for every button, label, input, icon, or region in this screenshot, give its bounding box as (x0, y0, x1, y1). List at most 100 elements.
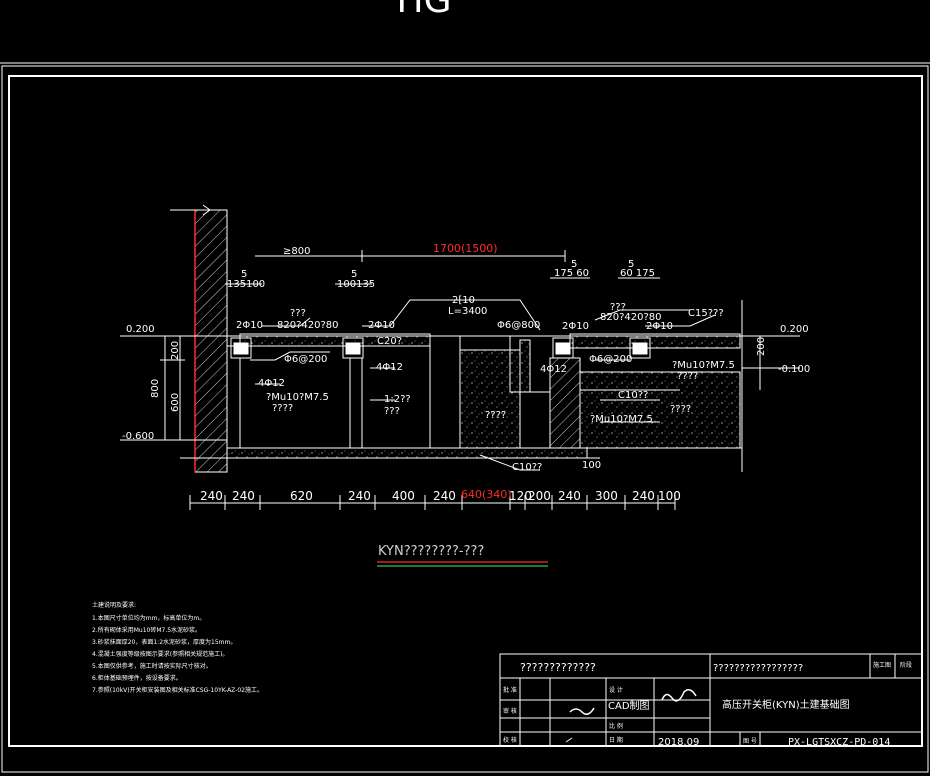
dim-right-b: 175 60 (554, 268, 589, 279)
base-cushion (226, 447, 588, 459)
callout-wall-right-2: ???? (677, 371, 698, 382)
callout-wall-mid: ?Mu10?M7.5 (590, 414, 653, 425)
callout-4phi12-right: 4Φ12 (540, 364, 567, 375)
callout-4phi12-mid: 4Φ12 (376, 362, 403, 373)
callout-channel: Φ6@800 (497, 320, 540, 331)
bottom-dimension-labels: 240 240 620 240 400 240 640(340) 120 200… (200, 488, 681, 503)
tb-drawing-title: 高压开关柜(KYN)土建基础图 (722, 698, 850, 711)
title-block-text: ????????????? ????????????????? 施工图 阶段 批… (503, 661, 912, 748)
callout-rebar-left: 2Φ10 (236, 320, 263, 331)
middle-fill (459, 349, 521, 449)
dim-right-a: 5 (571, 259, 577, 270)
tb-cad-label: CAD制图 (608, 699, 650, 712)
tb-row-review: 审 核 (503, 707, 517, 715)
tb-scale-label: 比 例 (609, 722, 623, 730)
dim-11: 240 (632, 489, 655, 503)
dim-1: 240 (232, 489, 255, 503)
level-labels: 0.200 -0.600 0.200 -0.100 800 600 200 20… (122, 324, 810, 442)
dim-9: 240 (558, 489, 581, 503)
tb-project: ????????????????? (713, 663, 803, 674)
tb-row-check: 校 核 (503, 736, 517, 744)
tb-stage-value: 阶段 (900, 661, 912, 669)
outer-frame (1, 65, 929, 773)
note-6: 6.柜体基础预埋件，按设备要求。 (92, 674, 182, 682)
tb-drawing-no-label: 图 号 (743, 738, 757, 745)
note-2: 2.所有砌体采用Mu10砖M7.5水泥砂浆。 (92, 626, 201, 634)
callout-q2: ??? (610, 302, 626, 313)
height-200: 200 (170, 341, 181, 360)
signature-design (661, 689, 697, 702)
level-plus-left: 0.200 (126, 324, 155, 335)
callout-wall-left: ?Mu10?M7.5 (266, 392, 329, 403)
callout-length: L=3400 (448, 306, 487, 317)
dim-left-a: 5 (241, 269, 247, 280)
bottom-dimension-string (189, 495, 676, 510)
note-1: 1.本图尺寸单位均为mm，标高单位为m。 (92, 614, 205, 622)
dim-main-1700: 1700(1500) (433, 242, 498, 255)
foundation-section (120, 204, 800, 473)
level-minus-left: -0.600 (122, 431, 154, 442)
tb-date: 2018.09 (658, 737, 699, 748)
callout-plate-right: 820?420?80 (600, 312, 662, 323)
callout-wall-left-2: ???? (272, 403, 293, 414)
callout-c20: C20? (377, 336, 402, 347)
signature-check (565, 737, 573, 743)
dim-8: 200 (528, 489, 551, 503)
tb-design-label: 设 计 (609, 686, 623, 694)
dim-3: 240 (348, 489, 371, 503)
height-right: 200 (756, 337, 767, 356)
dim-right-d: 60 175 (620, 268, 655, 279)
section-title: KYN????????-??? (378, 544, 484, 559)
dim-mid-a: 5 (351, 269, 357, 280)
dim-right-c: 5 (628, 259, 634, 270)
level-plus-right: 0.200 (780, 324, 809, 335)
callout-mortar-2: ??? (384, 406, 400, 417)
dim-left-b: 135100 (227, 279, 265, 290)
dim-4: 400 (392, 489, 415, 503)
note-7: 7.参照(10kV)开关柜安装图及相关标准CSG-10YK-AZ-02施工。 (92, 686, 263, 694)
callout-100: 100 (582, 460, 601, 471)
middle-pit (429, 335, 461, 449)
dim-12: 100 (658, 489, 681, 503)
callout-c10-b: C10?? (512, 462, 542, 473)
callout-stirrup-right: Φ6@200 (589, 354, 632, 365)
tb-date-label: 日 期 (609, 736, 623, 744)
tb-stage-label: 施工图 (873, 661, 891, 669)
tb-company: ????????????? (520, 661, 596, 674)
dim-2: 620 (290, 489, 313, 503)
callout-rebar-mid: 2Φ10 (368, 320, 395, 331)
callout-q1: ??? (290, 308, 306, 319)
middle-wall (549, 357, 581, 449)
callout-plate-left: 820?420?80 (277, 320, 339, 331)
callout-rebar-r2: 2Φ10 (646, 321, 673, 332)
dim-mid-b: 100135 (337, 279, 375, 290)
level-minus-right: -0.100 (778, 364, 810, 375)
signature-review (569, 707, 595, 715)
note-4: 4.混凝土强度等级按图示要求(参照相关规范施工)。 (92, 650, 228, 658)
dim-5: 240 (433, 489, 456, 503)
dim-6: 640(340) (461, 488, 512, 501)
tb-row-approve: 批 准 (503, 686, 517, 694)
callout-c15: C15??? (688, 308, 724, 319)
title-block (499, 653, 923, 747)
tb-drawing-no: PX-LGTSXCZ-PD-014 (788, 737, 890, 748)
callout-wall-right: ?Mu10?M7.5 (672, 360, 735, 371)
notes-heading: 土建说明及要求: (92, 601, 136, 609)
callout-stirrup-left: Φ6@200 (284, 354, 327, 365)
right-slab (569, 333, 741, 349)
inner-frame (8, 75, 923, 747)
note-5: 5.本图仅供参考，施工时请按实际尺寸核对。 (92, 662, 212, 670)
callout-rebar-r1: 2Φ10 (562, 321, 589, 332)
right-fill (579, 371, 741, 449)
building-wall (194, 209, 228, 473)
top-dimension-labels: ≥800 1700(1500) 5 135100 5 100135 5 175 … (227, 242, 655, 290)
height-800: 800 (150, 379, 161, 398)
callout-fill-right: ???? (670, 404, 691, 415)
callout-labels: 2Φ10 ??? 820?420?80 2Φ10 C20? Φ6@200 4Φ1… (236, 295, 735, 473)
dim-0: 240 (200, 489, 223, 503)
callout-steel: 2[10 (452, 295, 475, 306)
callout-4phi12-left: 4Φ12 (258, 378, 285, 389)
dim-10: 300 (595, 489, 618, 503)
note-3: 3.砂浆抹面厚20，表面1:2水泥砂浆，厚度为15mm。 (92, 638, 236, 646)
